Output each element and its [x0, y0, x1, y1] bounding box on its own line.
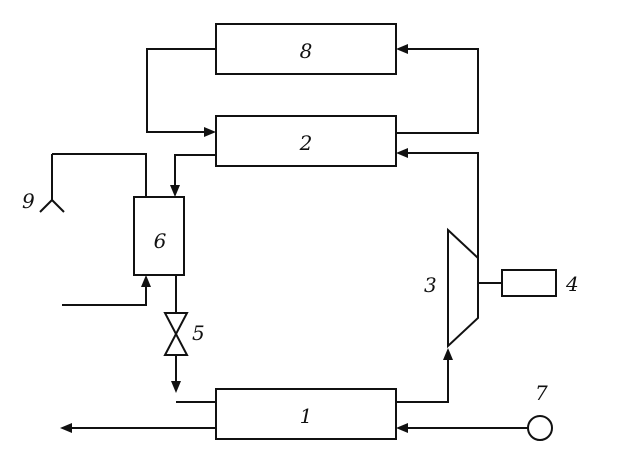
unit-4-box [501, 269, 557, 297]
arrow-outlet-left [60, 423, 72, 433]
arrow-into-6 [170, 185, 180, 197]
unit-8-label: 8 [300, 39, 313, 63]
unit-1-box [215, 388, 397, 440]
unit-4-label: 4 [565, 272, 579, 296]
unit-7-label: 7 [535, 381, 548, 405]
arrow-into-3 [443, 348, 453, 360]
valve-5-icon [163, 312, 189, 337]
line-1-to-3 [396, 360, 449, 403]
outlet-9-icon [39, 154, 65, 213]
arrow-into-2-right [396, 148, 408, 158]
line-3-to-2 [406, 152, 479, 258]
unit-1-label: 1 [300, 404, 313, 428]
arrow-into-8 [396, 44, 408, 54]
unit-3-label: 3 [424, 273, 437, 297]
line-2-to-6 [174, 154, 216, 187]
unit-5-label: 5 [192, 321, 205, 345]
source-7-circle [527, 415, 553, 441]
arrow-into-6-bottom [141, 275, 151, 287]
unit-6-box [133, 196, 185, 276]
line-2-to-8 [396, 48, 479, 134]
line-feed-to-6 [62, 285, 147, 306]
unit-2-box [215, 115, 397, 167]
unit-2-label: 2 [299, 131, 313, 155]
unit-6-label: 6 [154, 229, 167, 253]
arrow-into-1 [396, 423, 408, 433]
unit-9-label: 9 [22, 189, 35, 213]
arrow-into-2-top [204, 127, 216, 137]
line-8-to-2 [146, 48, 216, 133]
unit-3-compressor [447, 227, 479, 349]
line-6-to-9 [52, 153, 147, 197]
valve-5-icon-lower [163, 331, 189, 356]
arrow-5-down [171, 381, 181, 393]
